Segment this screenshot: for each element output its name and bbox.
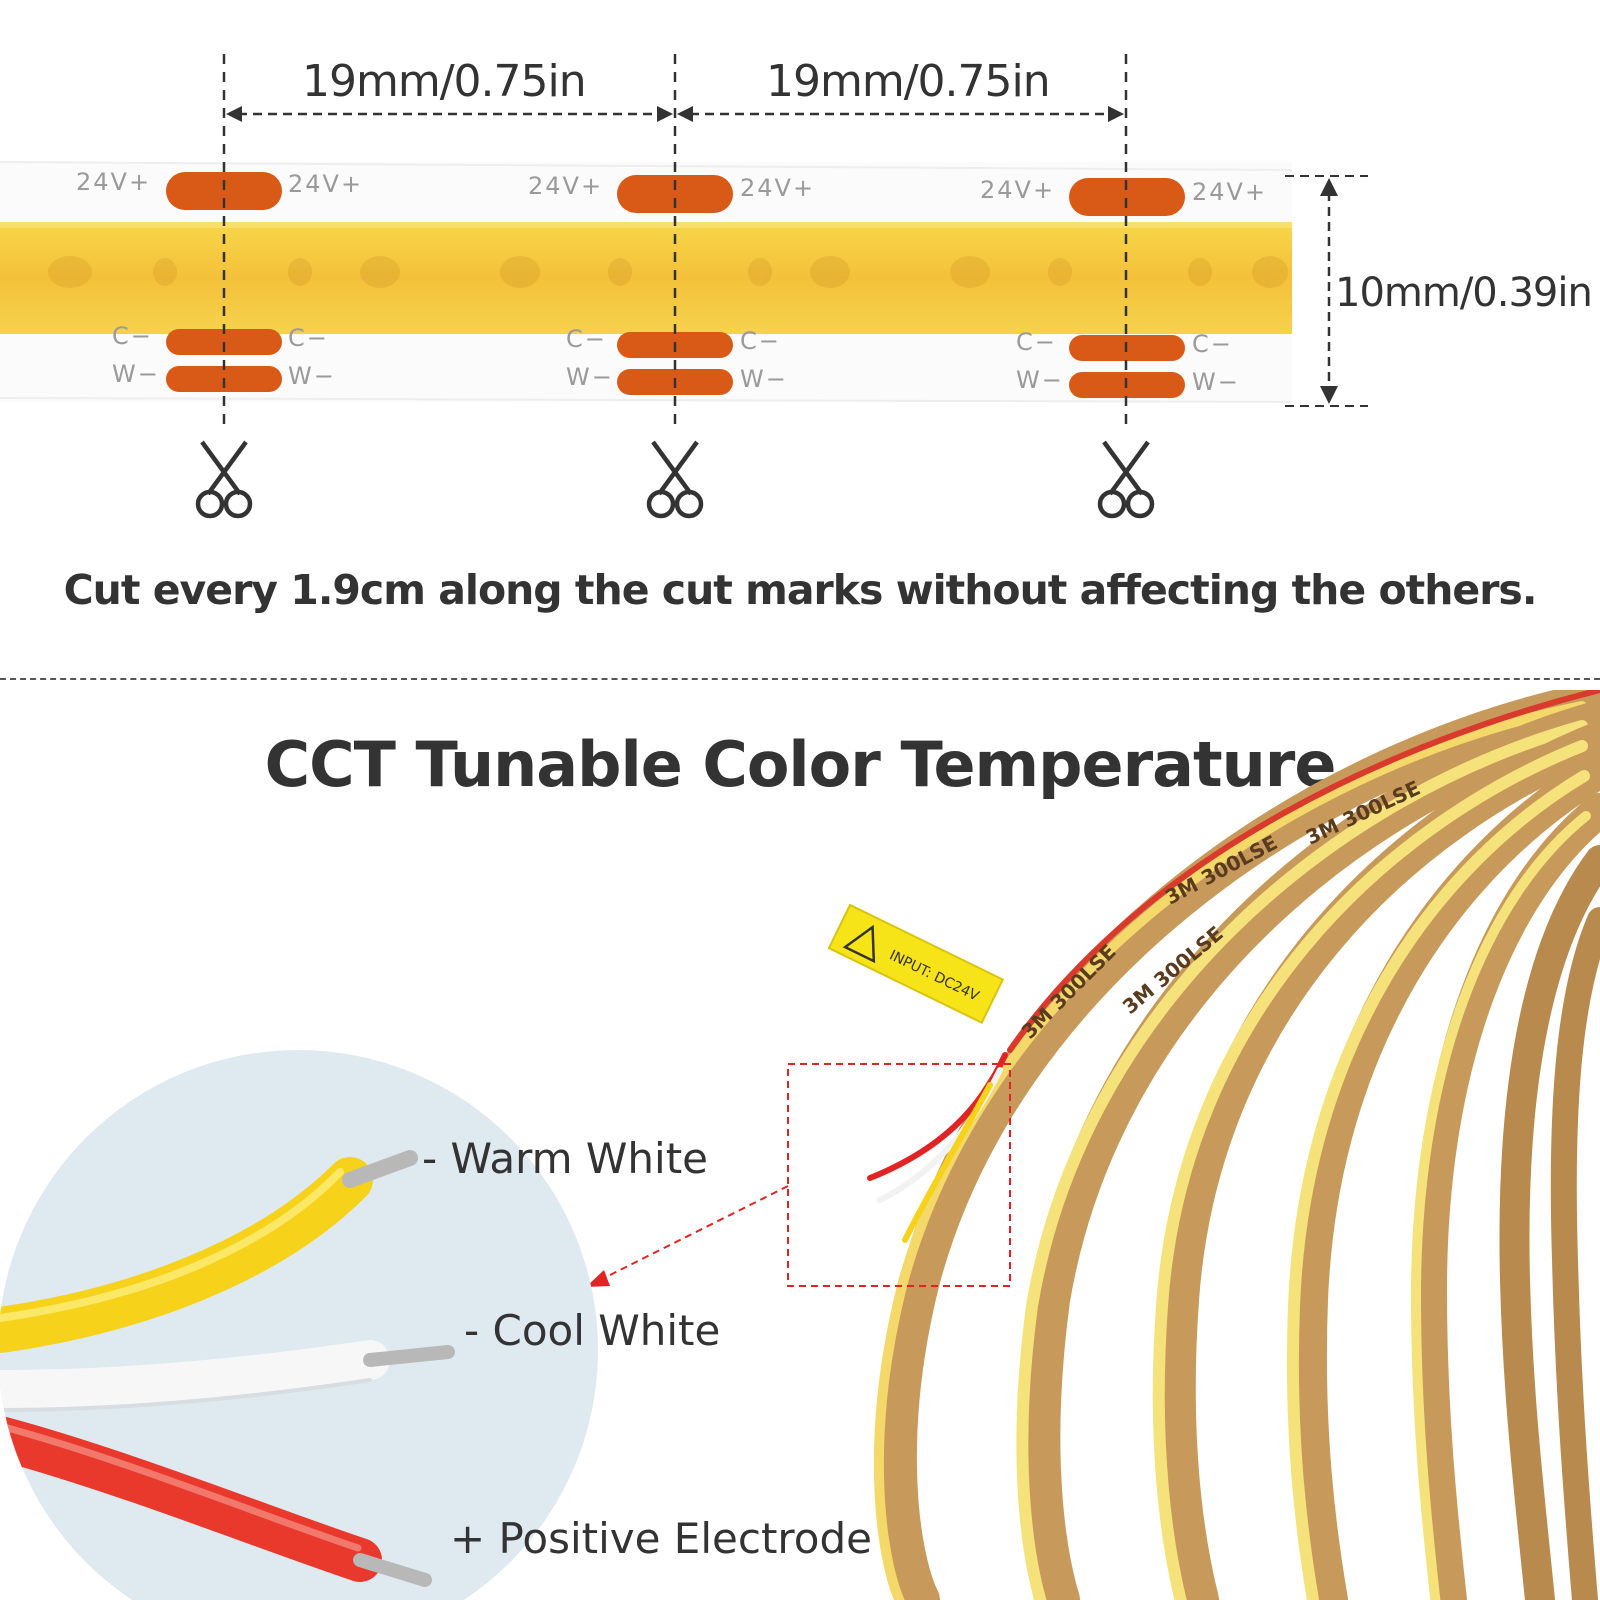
pad-label-positive: 24V+ [288, 170, 363, 198]
solder-pad-positive [166, 172, 282, 210]
pad-label-warm: W− [1016, 366, 1064, 394]
pad-label-positive: 24V+ [980, 176, 1055, 204]
warning-tag: INPUT: DC24V [827, 903, 1005, 1025]
pad-label-positive: 24V+ [740, 174, 815, 202]
pad-label-warm: W− [112, 360, 160, 388]
pad-label-positive: 24V+ [528, 172, 603, 200]
cut-instruction: Cut every 1.9cm along the cut marks with… [63, 566, 1538, 614]
strip-illustration: 24V+ 24V+ 24V+ 24V+ 24V+ 24V+ C− C− C− C… [0, 54, 1368, 519]
pad-label-positive: 24V+ [76, 168, 151, 196]
strip-reel-illustration: 3M 300LSE 3M 300LSE 3M 300LSE 3M 300LSE … [586, 690, 1600, 1600]
pad-label-cool: C− [740, 327, 781, 355]
wire-label-warm-white: - Warm White [422, 1134, 709, 1183]
pad-label-positive: 24V+ [1192, 178, 1267, 206]
width-dimension-arrow [1285, 175, 1368, 407]
wire-warm-white [0, 1157, 373, 1353]
wire-positive [0, 1416, 382, 1582]
pad-label-cool: C− [566, 325, 607, 353]
scissors-icon [1097, 440, 1155, 519]
wire-callout-box [787, 1063, 1011, 1287]
wire-label-cool-white: - Cool White [464, 1306, 721, 1355]
pad-label-cool: C− [1016, 328, 1057, 356]
pad-label-warm: W− [740, 365, 788, 393]
solder-pad-positive [1069, 178, 1185, 216]
cut-lines [222, 54, 1128, 432]
wire-callout-pointer [599, 1185, 789, 1281]
warning-triangle-icon [842, 924, 876, 964]
section-divider [0, 678, 1600, 680]
scissors-icon [646, 440, 704, 519]
scissors-icon [195, 440, 253, 519]
pad-label-cool: C− [112, 322, 153, 350]
pad-label-warm: W− [566, 363, 614, 391]
wire-closeup [0, 1050, 598, 1600]
strip-cob-band [0, 222, 1292, 334]
solder-pad-positive [617, 175, 733, 213]
pad-label-warm: W− [1192, 368, 1240, 396]
cut-diagram: 24V+ 24V+ 24V+ 24V+ 24V+ 24V+ C− C− C− C… [0, 0, 1600, 540]
pad-label-cool: C− [1192, 330, 1233, 358]
pad-label-cool: C− [288, 324, 329, 352]
strip-width-label: 10mm/0.39in [1335, 270, 1593, 316]
pad-label-warm: W− [288, 362, 336, 390]
wire-label-positive: + Positive Electrode [450, 1514, 872, 1563]
segment-length-label: 19mm/0.75in [302, 56, 587, 107]
section-title: CCT Tunable Color Temperature [264, 728, 1337, 801]
segment-length-label: 19mm/0.75in [766, 56, 1051, 107]
wire-cool-white [0, 1340, 390, 1410]
